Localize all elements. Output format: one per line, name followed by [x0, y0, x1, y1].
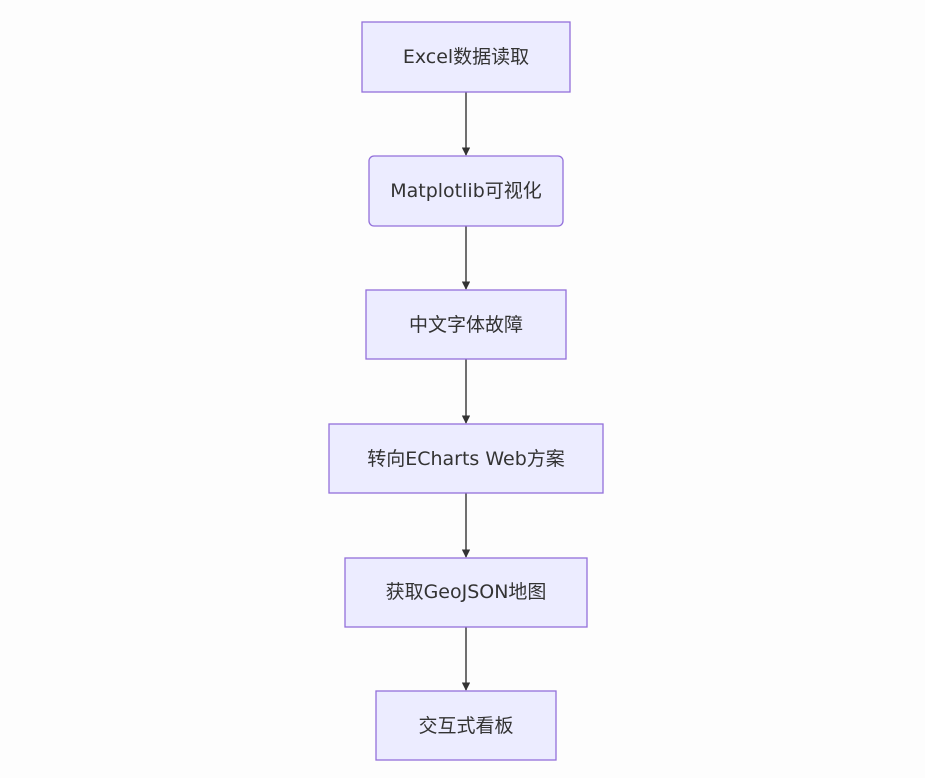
node-interactive-dashboard-label: 交互式看板 [418, 715, 513, 737]
node-chinese-font-fault-box [365, 289, 567, 360]
node-interactive-dashboard-box [375, 690, 557, 761]
node-geojson-map-label: 获取GeoJSON地图 [386, 581, 547, 603]
node-echarts-web-box [328, 423, 604, 494]
node-matplotlib-label: Matplotlib可视化 [390, 180, 542, 202]
node-chinese-font-fault-label: 中文字体故障 [409, 314, 523, 336]
node-chinese-font-fault: 中文字体故障 [365, 289, 567, 360]
node-excel-read-label: Excel数据读取 [403, 46, 529, 68]
node-interactive-dashboard: 交互式看板 [375, 690, 557, 761]
node-echarts-web-label: 转向ECharts Web方案 [367, 448, 565, 470]
node-geojson-map-box [344, 557, 588, 628]
node-matplotlib: Matplotlib可视化 [368, 155, 564, 227]
node-excel-read: Excel数据读取 [361, 21, 571, 93]
node-geojson-map: 获取GeoJSON地图 [344, 557, 588, 628]
node-excel-read-box [361, 21, 571, 93]
node-matplotlib-box [368, 155, 564, 227]
node-echarts-web: 转向ECharts Web方案 [328, 423, 604, 494]
